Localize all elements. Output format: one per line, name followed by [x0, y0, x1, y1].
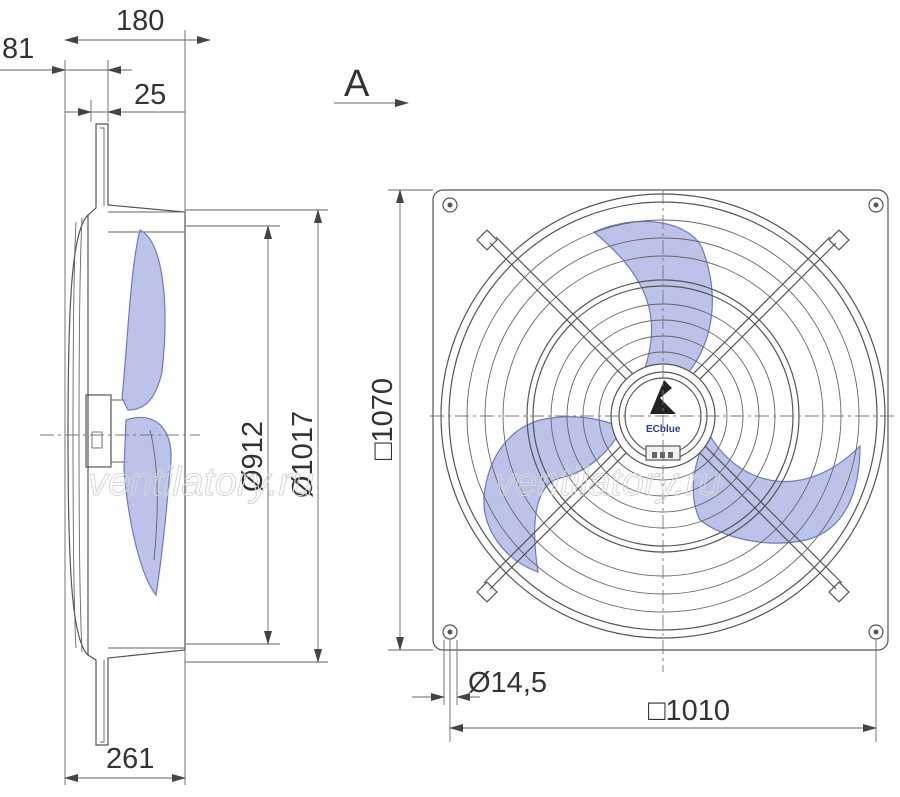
side-blade-upper	[121, 229, 166, 411]
logo-text: ECblue	[646, 424, 681, 435]
dim-dia1017-label: Ø1017	[287, 411, 319, 498]
mounting-plate	[432, 189, 889, 651]
view-label: A	[344, 63, 370, 105]
dim-81-label: 81	[2, 33, 34, 65]
dim-hole-label: Ø14,5	[468, 667, 547, 699]
dim-dia912-label: Ø912	[237, 421, 269, 492]
side-view: 180 81 25 261 Ø912 Ø1017	[0, 5, 328, 785]
corner-holes	[442, 197, 884, 640]
front-view: ECblue □1070 □1010 Ø14,5	[367, 189, 895, 742]
dim-height-label: □1070	[367, 378, 399, 460]
side-blade-lower	[123, 416, 172, 597]
ecblue-logo-icon	[650, 380, 676, 414]
dim-25-label: 25	[134, 79, 166, 111]
view-arrow-a: A	[334, 63, 409, 107]
watermark-right: ventilatory.ru	[495, 460, 721, 504]
dim-width-label: □1010	[648, 695, 730, 727]
dim-180-label: 180	[116, 5, 164, 37]
watermark-left: ventilatory.ru	[88, 460, 314, 504]
front-blade-right	[692, 430, 861, 544]
dim-261-label: 261	[106, 743, 154, 775]
